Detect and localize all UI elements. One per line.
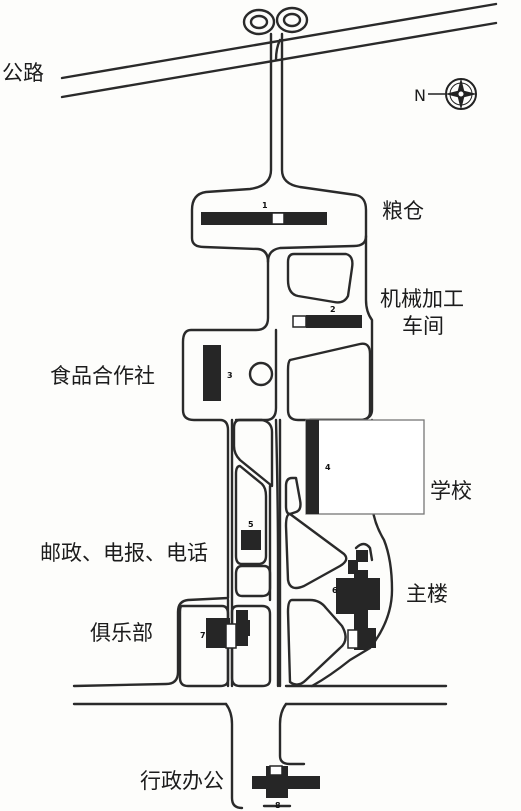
building-machining-workshop [292,315,362,328]
number-4: 4 [325,463,331,472]
building-school [305,419,425,515]
label-administration: 行政办公 [140,769,224,793]
number-1: 1 [262,201,268,210]
compass-icon: N [414,78,477,110]
main-building-ring-road [310,418,394,688]
number-2: 2 [330,305,336,314]
highway-road [60,2,498,99]
admin-access-road [224,702,306,810]
building-numbers: 1 2 3 4 5 6 7 8 [200,201,338,810]
building-club [206,610,250,649]
compass-north-letter: N [414,86,426,105]
label-highway: 公路 [2,61,44,85]
inner-lots [178,252,372,688]
building-main [336,550,380,650]
number-6: 6 [332,586,338,595]
label-school: 学校 [430,479,472,503]
number-5: 5 [248,520,254,529]
label-club: 俱乐部 [90,621,153,645]
label-main-building: 主楼 [406,582,448,606]
number-3: 3 [227,371,233,380]
access-road [72,32,368,688]
label-granary: 粮仓 [382,199,424,223]
building-administration [252,765,320,798]
building-granary [201,212,327,225]
interchange-loops [242,6,309,36]
number-8: 8 [275,801,281,810]
building-food-coop [203,345,221,401]
label-machining-workshop-line2: 车间 [402,314,444,338]
label-post-telecom: 邮政、电报、电话 [40,541,208,565]
label-machining-workshop-line1: 机械加工 [380,287,464,311]
label-food-coop: 食品合作社 [50,364,155,388]
round-plaza [248,361,274,387]
number-7: 7 [200,631,206,640]
building-post-telecom [241,530,261,550]
